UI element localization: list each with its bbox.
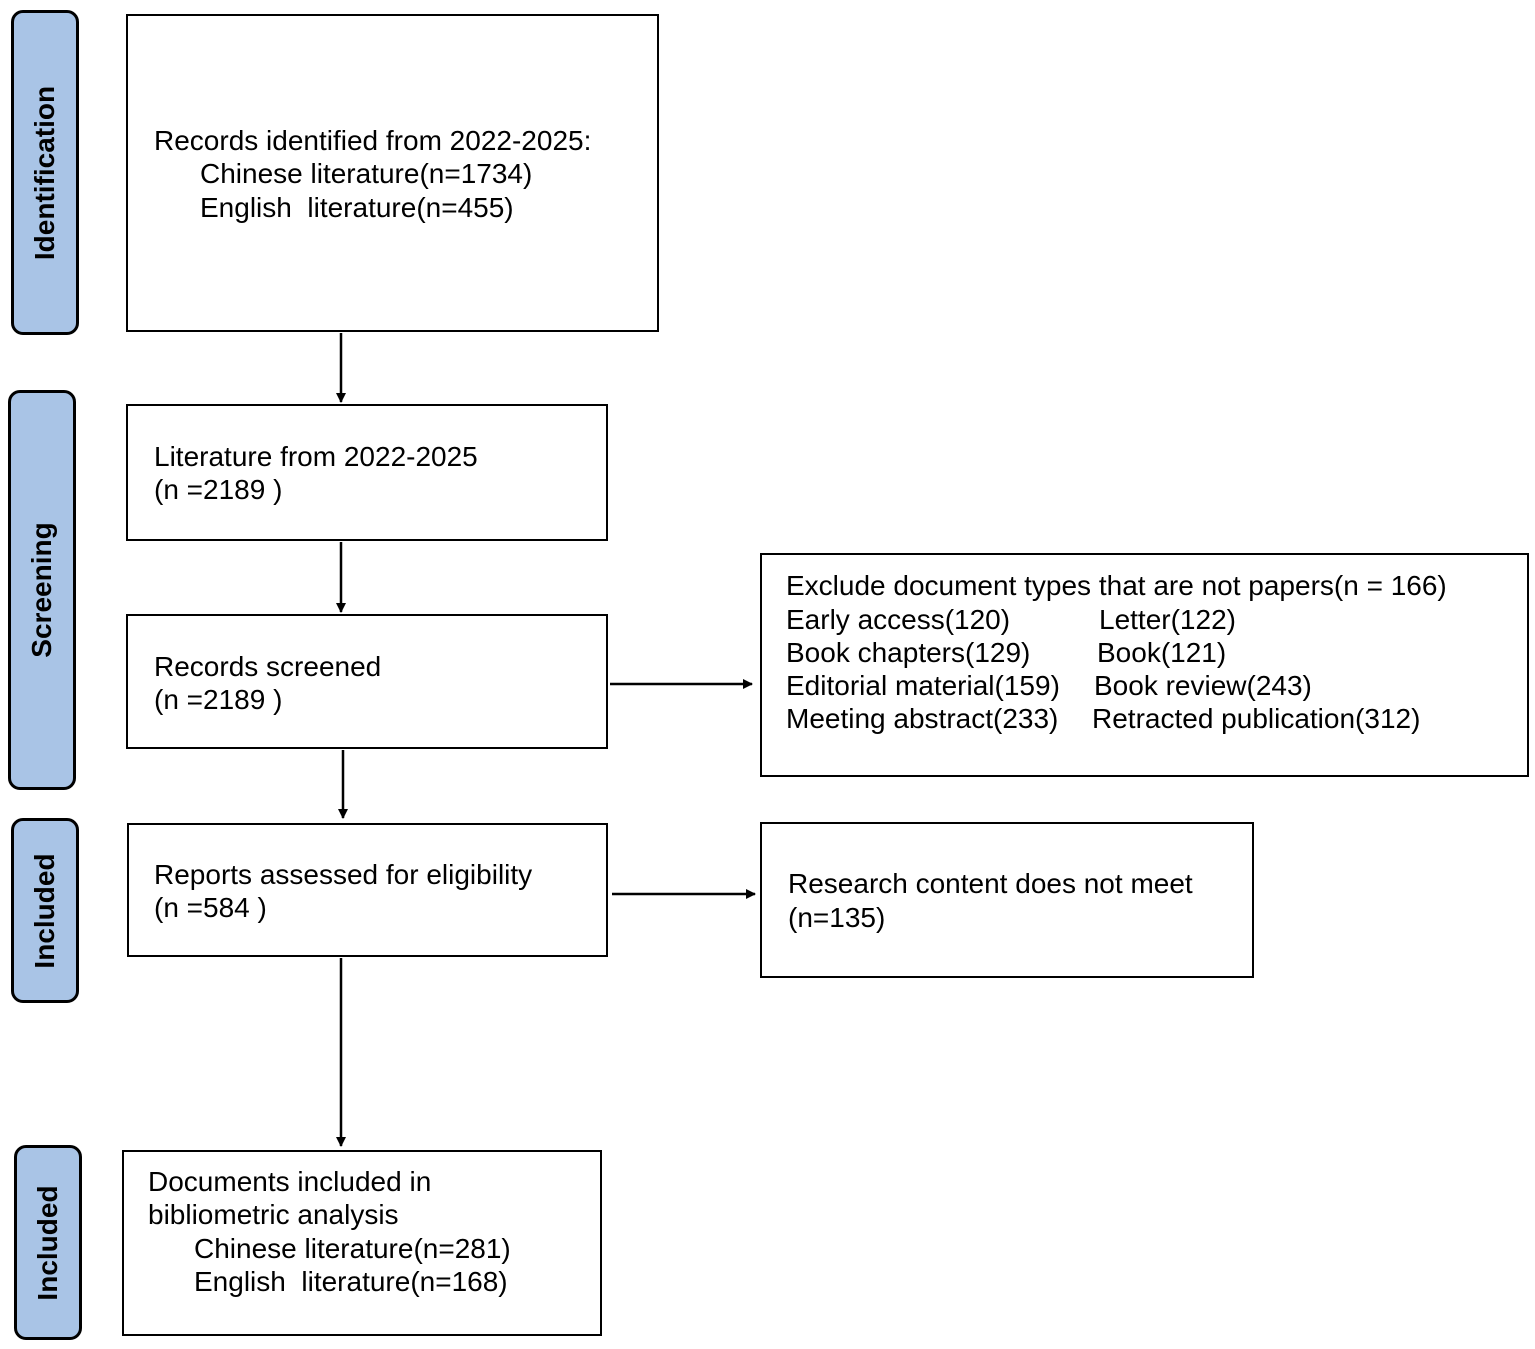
documents-included-title-1: Documents included in xyxy=(148,1166,432,1197)
records-identified-english: English literature(n=455) xyxy=(200,192,514,223)
documents-included-box: Documents included in bibliometric analy… xyxy=(122,1150,602,1336)
records-screened-count: (n =2189 ) xyxy=(154,684,283,715)
content-not-meet-count: (n=135) xyxy=(788,902,886,933)
excluded-types-box: Exclude document types that are not pape… xyxy=(760,553,1529,777)
excluded-book-chapters: Book chapters(129) xyxy=(786,637,1031,668)
excluded-types-title: Exclude document types that are not pape… xyxy=(786,570,1447,601)
records-identified-chinese: Chinese literature(n=1734) xyxy=(200,158,533,189)
phase-screening: Screening xyxy=(8,390,76,790)
excluded-retracted-publication: Retracted publication(312) xyxy=(1092,703,1421,734)
literature-period-box: Literature from 2022-2025 (n =2189 ) xyxy=(126,404,608,541)
reports-assessed-title: Reports assessed for eligibility xyxy=(154,859,533,890)
content-not-meet-box: Research content does not meet (n=135) xyxy=(760,822,1254,978)
records-screened-title: Records screened xyxy=(154,651,382,682)
documents-included-english: English literature(n=168) xyxy=(194,1266,508,1297)
excluded-editorial-material: Editorial material(159) xyxy=(786,670,1060,701)
excluded-book-review: Book review(243) xyxy=(1094,670,1312,701)
documents-included-chinese: Chinese literature(n=281) xyxy=(194,1233,511,1264)
reports-assessed-count: (n =584 ) xyxy=(154,892,267,923)
records-identified-title: Records identified from 2022-2025: xyxy=(154,125,592,156)
excluded-early-access: Early access(120) xyxy=(786,604,1011,635)
records-identified-box: Records identified from 2022-2025: Chine… xyxy=(126,14,659,332)
excluded-book: Book(121) xyxy=(1097,637,1227,668)
content-not-meet-title: Research content does not meet xyxy=(788,868,1193,899)
excluded-letter: Letter(122) xyxy=(1099,604,1236,635)
phase-included-2: Included xyxy=(14,1145,82,1340)
phase-included-1: Included xyxy=(11,818,79,1003)
phase-identification: Identification xyxy=(11,10,79,335)
reports-assessed-box: Reports assessed for eligibility (n =584… xyxy=(127,823,608,957)
documents-included-title-2: bibliometric analysis xyxy=(148,1199,399,1230)
records-screened-box: Records screened (n =2189 ) xyxy=(126,614,608,749)
excluded-meeting-abstract: Meeting abstract(233) xyxy=(786,703,1059,734)
literature-period-count: (n =2189 ) xyxy=(154,474,283,505)
literature-period-title: Literature from 2022-2025 xyxy=(154,441,478,472)
